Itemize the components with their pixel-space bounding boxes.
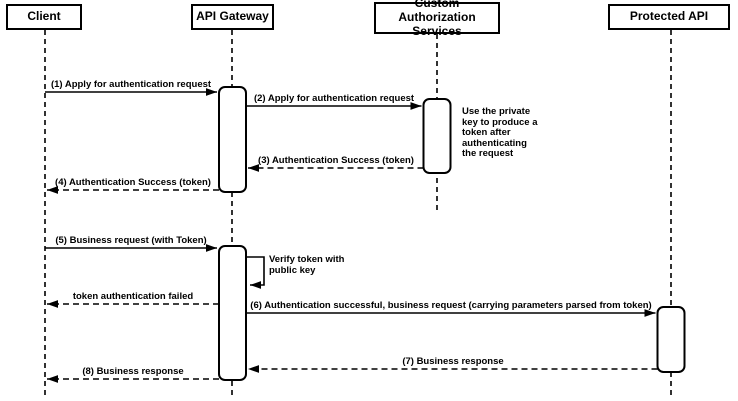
- message-8-label: (8) Business response: [82, 366, 184, 377]
- message-3-label: (3) Authentication Success (token): [258, 155, 414, 166]
- activation-custom-auth-services: [422, 98, 452, 174]
- message-1-label: (1) Apply for authentication request: [50, 79, 212, 90]
- message-token-failed-label: token authentication failed: [72, 291, 194, 302]
- message-5-label: (5) Business request (with Token): [55, 235, 207, 246]
- participant-custom-authorization-services-label: Custom Authorization Services: [398, 0, 476, 38]
- participant-api-gateway-label: API Gateway: [196, 9, 269, 24]
- activation-protected-api: [656, 306, 686, 373]
- participant-custom-authorization-services: Custom Authorization Services: [374, 0, 500, 38]
- message-4-label: (4) Authentication Success (token): [55, 177, 211, 188]
- note-private-key: Use the private key to produce a token a…: [462, 106, 538, 159]
- message-2-label: (2) Apply for authentication request: [253, 93, 415, 104]
- self-message-verify-token-arrow: [246, 256, 265, 289]
- participant-protected-api-label: Protected API: [629, 9, 709, 24]
- participant-client: Client: [6, 4, 82, 30]
- participant-client-label: Client: [27, 9, 61, 24]
- activation-api-gateway-business: [218, 245, 247, 381]
- message-6-label: (6) Authentication successful, business …: [250, 300, 652, 311]
- participant-protected-api: Protected API: [608, 4, 730, 30]
- activation-api-gateway-auth: [218, 86, 247, 193]
- note-verify-token: Verify token with public key: [269, 254, 345, 276]
- participant-api-gateway: API Gateway: [191, 4, 274, 30]
- message-7-label: (7) Business response: [402, 356, 504, 367]
